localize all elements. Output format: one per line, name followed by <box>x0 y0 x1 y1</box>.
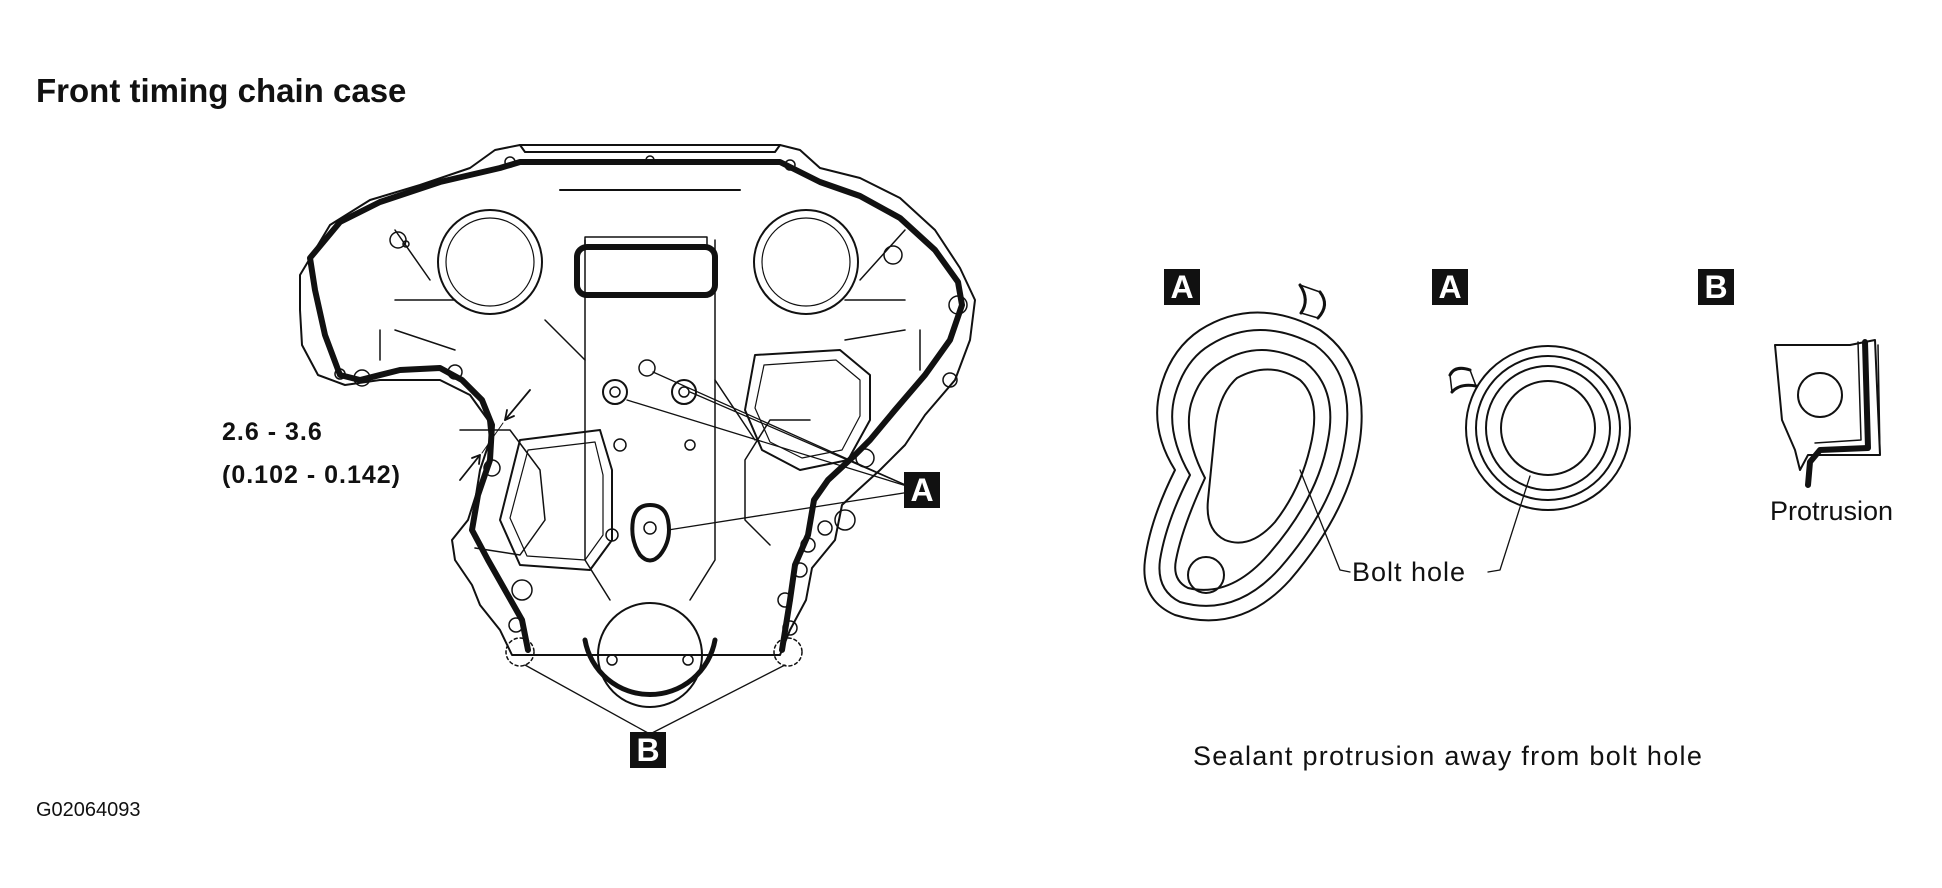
crank-bore <box>597 602 703 708</box>
sealant-bead <box>307 159 965 653</box>
left-cover <box>499 429 613 571</box>
left-cam-bore <box>437 209 543 315</box>
case-ribs <box>379 229 921 556</box>
perimeter-bolt-holes <box>334 155 968 666</box>
detail-a-oval <box>1143 283 1363 622</box>
a-leader-lines <box>626 371 911 531</box>
timing-chain-case-drawing <box>299 144 976 734</box>
badge-a-oval: A <box>1164 269 1200 305</box>
badge-a-round: A <box>1432 269 1468 305</box>
badge-b-main: B <box>630 732 666 768</box>
figure-id: G02064093 <box>36 799 141 821</box>
case-outline <box>299 144 976 656</box>
top-boss-bead <box>574 244 718 298</box>
bolt-hole-label: Bolt hole <box>1352 557 1467 587</box>
badge-a-main: A <box>904 472 940 508</box>
dimension-arrows <box>459 389 531 481</box>
top-flange <box>519 144 781 191</box>
detail-caption: Sealant protrusion away from bolt hole <box>1193 741 1704 771</box>
sealant-end-marks <box>505 637 803 667</box>
detail-b-protrusion <box>1774 339 1881 488</box>
lower-boss <box>630 503 671 563</box>
protrusion-label: Protrusion <box>1770 496 1894 526</box>
b-leader-lines <box>524 664 786 734</box>
right-cam-bore <box>753 209 859 315</box>
detail-a-round <box>1448 345 1631 573</box>
diagram-title: Front timing chain case <box>36 72 407 109</box>
dimension-inches: (0.102 - 0.142) <box>222 461 401 489</box>
dimension-mm: 2.6 - 3.6 <box>222 418 323 446</box>
badge-b-detail: B <box>1698 269 1734 305</box>
